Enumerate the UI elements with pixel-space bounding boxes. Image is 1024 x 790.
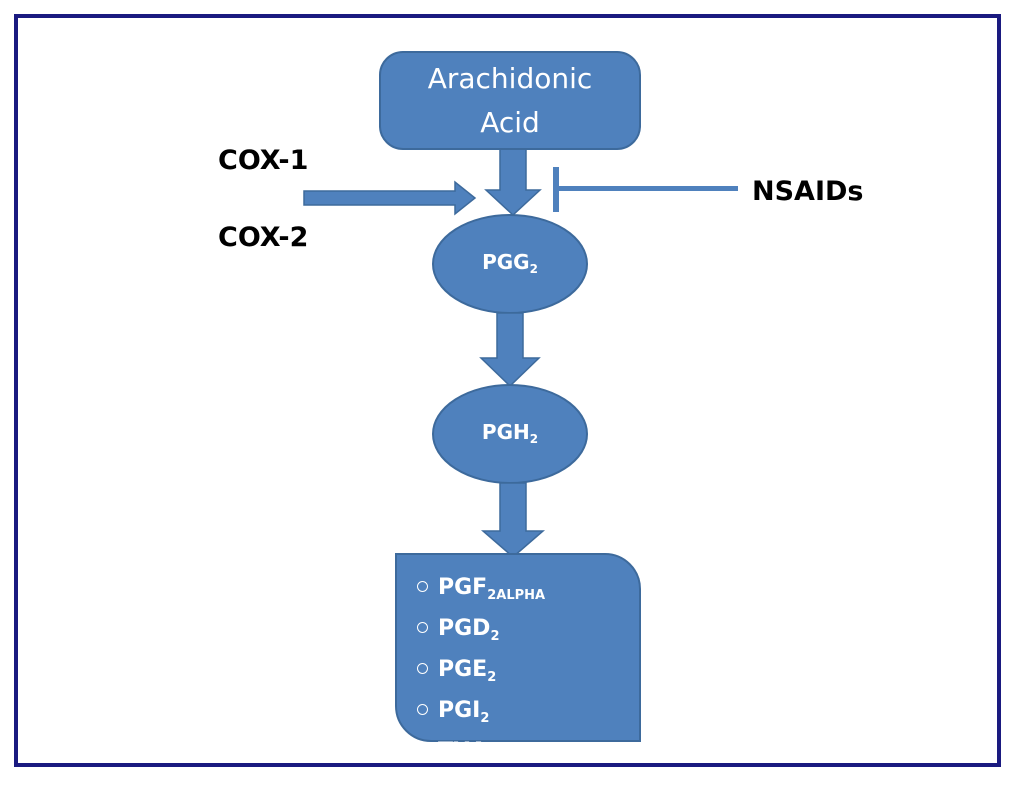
bullet-icon (417, 703, 428, 715)
bullet-icon (417, 580, 428, 592)
bullet-icon (417, 662, 428, 674)
arrow-pgh2-to-products (480, 482, 546, 558)
product-item: TXA2 (417, 735, 639, 776)
product-sub: 2 (480, 711, 490, 726)
arachidonic-acid-line1: Arachidonic (427, 62, 593, 95)
product-sub: 2ALPHA (487, 588, 546, 603)
nsaids-label: NSAIDs (752, 176, 864, 207)
arachidonic-acid-line2: Acid (480, 106, 540, 139)
product-item: PGD2 (417, 612, 639, 653)
arachidonic-acid-box: Arachidonic Acid (379, 51, 641, 150)
bullet-icon (417, 744, 428, 756)
pgg2-label: PGG2 (435, 250, 585, 276)
product-base: TXA (438, 739, 487, 764)
pgh2-base: PGH (481, 420, 530, 444)
bullet-icon (417, 621, 428, 633)
product-sub: 2 (487, 752, 497, 767)
product-base: PGD (438, 616, 491, 641)
product-item: PGE2 (417, 653, 639, 694)
product-item: PGI2 (417, 694, 639, 735)
arrow-pgg2-to-pgh2 (479, 312, 541, 388)
product-base: PGF (438, 575, 488, 600)
prostanoid-products-box: PGF2ALPHA PGD2 PGE2 PGI2 TXA2 (395, 553, 641, 767)
product-sub: 2 (487, 670, 497, 685)
product-sub: 2 (490, 629, 500, 644)
product-base: PGE (438, 657, 488, 682)
nsaid-inhibition-bar (553, 167, 738, 212)
product-base: PGI (438, 698, 481, 723)
pgg2-base: PGG (482, 250, 530, 274)
arrow-acid-to-pgg2 (484, 147, 542, 217)
pgh2-sub: 2 (529, 432, 539, 446)
pgh2-label: PGH2 (435, 420, 585, 446)
cox2-label: COX-2 (218, 222, 309, 253)
cox1-label: COX-1 (218, 145, 309, 176)
arrow-cox (303, 180, 477, 216)
pgg2-sub: 2 (529, 262, 538, 276)
product-item: PGF2ALPHA (417, 571, 639, 612)
